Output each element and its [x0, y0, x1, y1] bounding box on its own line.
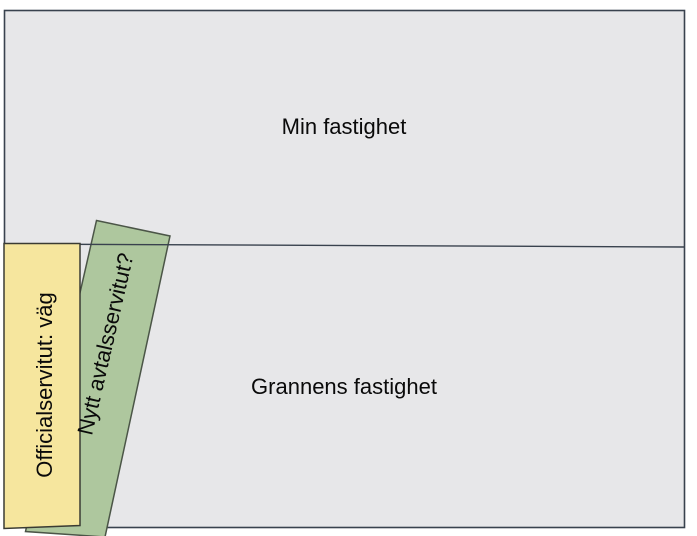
property-divider-line — [4, 243, 685, 248]
official-easement-strip — [3, 242, 81, 530]
